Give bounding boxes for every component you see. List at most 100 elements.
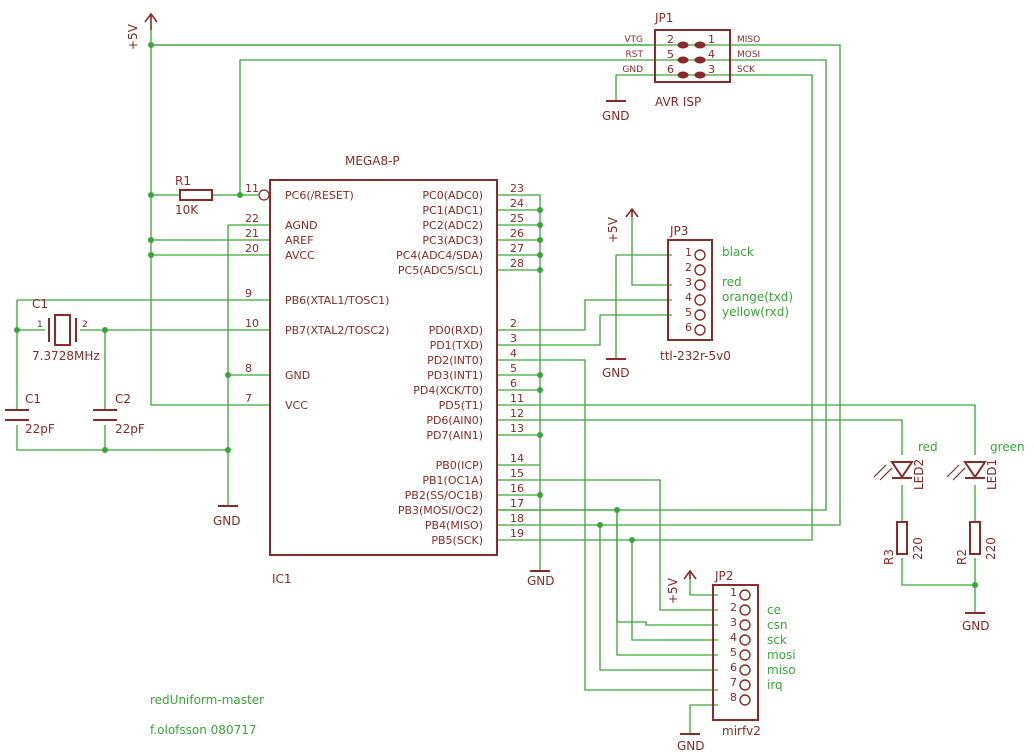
jp2-value: mirfv2: [722, 724, 761, 738]
jp2-signal-label: csn: [767, 618, 787, 632]
crystal-q1: C1 7.3728MHz 1 2: [32, 297, 100, 363]
jp1-pin-number-right: 1: [708, 33, 715, 46]
jp3-pin-number: 3: [685, 276, 692, 289]
wire-jp2-vcc: [689, 577, 718, 596]
r2-body: [969, 521, 981, 555]
junction: [148, 252, 154, 258]
ic1-right-pin-name: PC1(ADC1): [422, 204, 483, 217]
r1-value: 10K: [175, 203, 199, 217]
project-name: redUniform-master: [150, 693, 264, 707]
led2-arrow: [873, 464, 893, 481]
jp2-pad: [739, 694, 751, 706]
resistor-r2: R2 220: [955, 521, 998, 565]
jp2-signal-label: irq: [767, 678, 783, 692]
wire-vcc-rail: [150, 30, 270, 406]
q1-pin1: 1: [37, 320, 43, 330]
wire-jp2-csn: [497, 509, 718, 626]
wire-pd6-led2: [497, 419, 903, 455]
jp2-signal-label: miso: [767, 663, 796, 677]
ic1-left-pin-name: AVCC: [285, 249, 315, 262]
ic1-right-pin-number: 13: [510, 422, 524, 435]
c1-value: 22pF: [25, 422, 55, 436]
junction: [537, 492, 543, 498]
gnd-label-jp1: GND: [602, 109, 630, 123]
jp3-name: JP3: [669, 224, 688, 238]
wire-txd: [497, 314, 672, 346]
ic1-right-pin-number: 18: [510, 512, 524, 525]
ic1-left-pin-name: PB6(XTAL1/TOSC1): [285, 294, 389, 307]
ic1-right-pin-name: PD0(RXD): [429, 324, 483, 337]
jp2-pad: [739, 679, 751, 691]
junction: [629, 537, 635, 543]
jp2-signal-label: sck: [767, 633, 787, 647]
junction: [537, 267, 543, 273]
supply-symbols: +5V +5V +5V GND GND GND GND GND GND: [126, 12, 990, 753]
r1-name: R1: [175, 174, 191, 188]
c2-name: C2: [115, 392, 131, 406]
ic1-right-pin-name: PD4(XCK/T0): [413, 384, 483, 397]
jp3-wire-label: red: [722, 275, 742, 289]
jp2-body: [712, 584, 759, 721]
ic1-right-pin-number: 5: [510, 362, 517, 375]
wire-jp3-vcc: [631, 215, 672, 286]
ic1-right-pin-number: 14: [510, 452, 524, 465]
wire-pd5-led1: [497, 404, 976, 455]
jp3-pin-number: 5: [685, 306, 692, 319]
led1-arrow: [946, 464, 966, 481]
ic1-right-pin-name: PB3(MOSI/OC2): [398, 504, 483, 517]
ic1-left-pins: 1PC6(/RESET)22AGND21AREF20AVCC9PB6(XTAL1…: [245, 182, 389, 412]
led2-color: red: [918, 440, 938, 454]
jp1-signal-right: MOSI: [737, 50, 760, 60]
jp2-pad: [739, 634, 751, 646]
jp2-pad: [739, 649, 751, 661]
ic1-left-pin-name: GND: [285, 369, 310, 382]
q1-body: [54, 314, 71, 346]
jp2-signal-label: mosi: [767, 648, 796, 662]
jp1-signal-left: VTG: [624, 35, 643, 45]
jp1-signal-left: GND: [622, 65, 643, 75]
r3-name: R3: [882, 549, 896, 565]
jp3-body: [667, 239, 713, 341]
vcc-label-jp3: +5V: [606, 216, 620, 243]
ic1-right-pin-name: PD2(INT0): [427, 354, 483, 367]
ic1-left-pin-number: 8: [245, 362, 252, 375]
jp1-signal-left: RST: [626, 50, 644, 60]
junction: [537, 387, 543, 393]
ic1-right-pin-number: 12: [510, 407, 524, 420]
ic1-value: MEGA8-P: [345, 154, 400, 168]
led1-triangle: [963, 461, 987, 479]
q1-name: C1: [32, 297, 48, 311]
jp3-pad: [694, 309, 706, 321]
junction: [102, 327, 108, 333]
jp1-pad: [677, 71, 689, 79]
capacitor-c1: C1 22pF: [5, 392, 55, 436]
ic1-body: [269, 179, 498, 556]
junction: [537, 432, 543, 438]
ic1-right-pin-name: PC5(ADC5/SCL): [398, 264, 483, 277]
gnd-label-jp2: GND: [677, 739, 705, 753]
jp1-body: [654, 29, 731, 83]
junction: [225, 447, 231, 453]
ic1-right-pin-name: PC3(ADC3): [422, 234, 483, 247]
r3-value: 220: [911, 537, 925, 560]
ic1-left-pin-number: 22: [245, 212, 259, 225]
jp3-pin-number: 1: [685, 246, 692, 259]
wire-agnd: [227, 224, 270, 505]
jp2-signal-label: ce: [767, 603, 781, 617]
ic1-right-pin-name: PB0(ICP): [436, 459, 483, 472]
jp1-pin-number-right: 3: [708, 63, 715, 76]
jp2-pin-number: 8: [730, 691, 737, 704]
capacitor-c2: C2 22pF: [93, 392, 145, 436]
junction: [237, 192, 243, 198]
vcc-arrow-icon: [144, 12, 158, 30]
jp2-pad: [739, 619, 751, 631]
jp1-pin-number-left: 5: [667, 48, 674, 61]
ic1-left-pin-number: 10: [245, 317, 259, 330]
jp1-pin-number-right: 4: [708, 48, 715, 61]
junction: [537, 372, 543, 378]
wire-pc-gnd: [497, 194, 541, 570]
c2-value: 22pF: [115, 422, 145, 436]
wire-jp3-gnd: [615, 254, 672, 358]
